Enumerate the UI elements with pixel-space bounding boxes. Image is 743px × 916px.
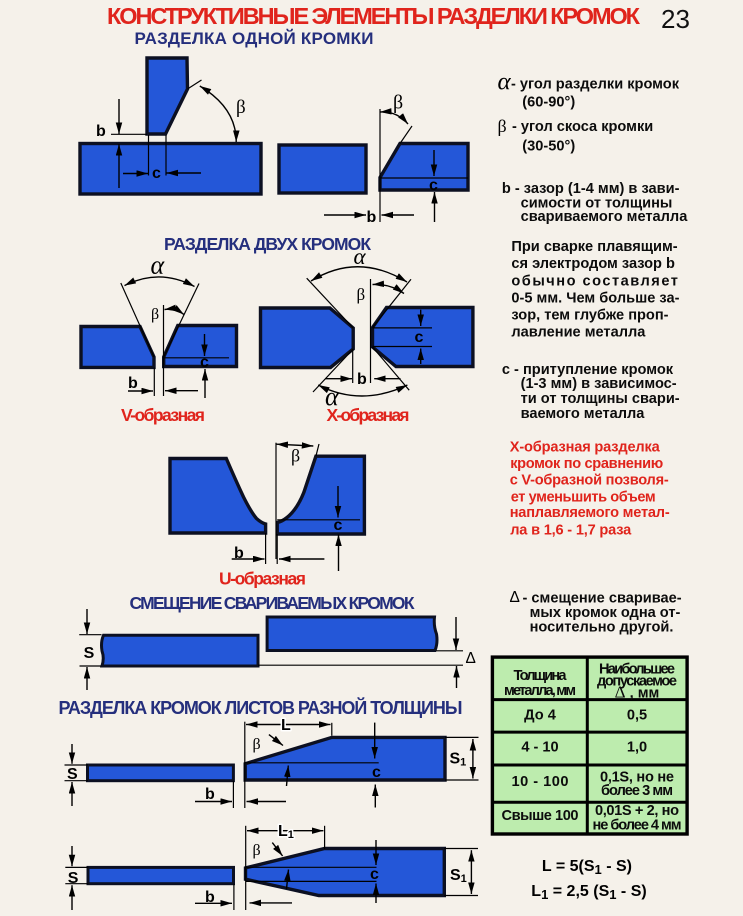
svg-text:с - притупление кромок: с - притупление кромок (502, 362, 674, 378)
svg-text:0,5: 0,5 (627, 708, 647, 724)
svg-text:ти от толщины свари-: ти от толщины свари- (521, 391, 680, 407)
svg-text:Δ: Δ (510, 589, 520, 606)
svg-text:- угол скоса кромки: - угол скоса кромки (512, 119, 653, 135)
svg-text:При сварке плавящим-: При сварке плавящим- (511, 239, 677, 255)
svg-text:c: c (429, 177, 438, 194)
svg-text:α: α (325, 382, 340, 411)
svg-text:ся электродом зазор b: ся электродом зазор b (511, 256, 675, 272)
svg-text:симости от толщины: симости от толщины (521, 196, 673, 212)
svg-text:L = 5(S1 - S): L = 5(S1 - S) (542, 858, 632, 877)
svg-text:23: 23 (661, 4, 690, 34)
svg-text:b: b (205, 786, 215, 803)
svg-text:ваемого металла: ваемого металла (521, 406, 646, 422)
svg-text:До 4: До 4 (524, 708, 557, 724)
svg-text:ла в 1,6 - 1,7 раза: ла в 1,6 - 1,7 раза (510, 523, 632, 539)
svg-text:0,01S + 2, но: 0,01S + 2, но (595, 803, 679, 819)
svg-text:носительно другой.: носительно другой. (530, 620, 674, 636)
svg-text:мых кромок одна от-: мых кромок одна от- (530, 605, 681, 621)
svg-text:β: β (393, 92, 403, 114)
svg-text:β: β (253, 842, 261, 859)
svg-text:Δ , мм: Δ , мм (615, 683, 660, 702)
svg-text:b: b (128, 375, 138, 392)
svg-text:Толщина: Толщина (514, 668, 568, 684)
svg-text:β: β (291, 446, 300, 466)
svg-text:L: L (281, 717, 291, 734)
svg-text:c: c (334, 517, 343, 534)
svg-text:Наибольшее: Наибольшее (599, 662, 675, 678)
svg-text:с V-образной позволя-: с V-образной позволя- (510, 473, 669, 489)
svg-text:более 3 мм: более 3 мм (601, 783, 673, 799)
svg-text:(60-90°): (60-90°) (522, 95, 575, 111)
svg-text:U-образная: U-образная (219, 569, 306, 589)
svg-text:- угол разделки кромок: - угол разделки кромок (511, 77, 680, 93)
svg-text:α: α (151, 251, 166, 280)
svg-text:α: α (498, 69, 512, 96)
svg-text:лавление металла: лавление металла (511, 325, 646, 341)
svg-text:Х-образная: Х-образная (327, 405, 410, 425)
svg-text:S: S (68, 870, 79, 887)
svg-text:0-5 мм. Чем больше за-: 0-5 мм. Чем больше за- (511, 290, 679, 306)
svg-text:4 - 10: 4 - 10 (521, 740, 558, 756)
svg-text:b - зазор (1-4 мм) в зави-: b - зазор (1-4 мм) в зави- (502, 181, 680, 197)
svg-text:S: S (84, 645, 95, 662)
svg-text:10 - 100: 10 - 100 (512, 774, 569, 790)
svg-text:Х-образная разделка: Х-образная разделка (510, 440, 661, 456)
svg-text:0,1S, но не: 0,1S, но не (600, 770, 674, 786)
svg-text:S: S (67, 766, 78, 783)
svg-text:РАЗДЕЛКА ОДНОЙ КРОМКИ: РАЗДЕЛКА ОДНОЙ КРОМКИ (135, 29, 374, 48)
svg-text:b: b (367, 209, 377, 226)
svg-text:обычно составляет: обычно составляет (511, 273, 679, 289)
svg-text:(1-3 мм) в зависимос-: (1-3 мм) в зависимос- (521, 376, 677, 392)
svg-text:ет уменьшить объем: ет уменьшить объем (511, 490, 656, 506)
svg-text:не более 4 мм: не более 4 мм (593, 818, 682, 834)
svg-text:b: b (357, 371, 367, 388)
svg-text:- смещение сваривае-: - смещение сваривае- (523, 591, 682, 607)
svg-text:c: c (152, 165, 161, 182)
svg-text:свариваемого металла: свариваемого металла (521, 209, 689, 225)
svg-text:наплавляемого метал-: наплавляемого метал- (510, 505, 670, 521)
svg-text:b: b (205, 889, 215, 906)
svg-text:β: β (151, 306, 159, 323)
svg-text:СМЕЩЕНИЕ СВАРИВАЕМЫХ КРОМОК: СМЕЩЕНИЕ СВАРИВАЕМЫХ КРОМОК (130, 593, 415, 613)
svg-text:зор, тем глубже проп-: зор, тем глубже проп- (511, 308, 668, 324)
svg-text:c: c (372, 764, 381, 781)
svg-text:РАЗДЕЛКА ДВУХ КРОМОК: РАЗДЕЛКА ДВУХ КРОМОК (164, 234, 371, 254)
svg-text:c: c (415, 329, 424, 346)
svg-text:β: β (357, 285, 366, 304)
svg-text:V-образная: V-образная (121, 405, 205, 425)
svg-text:β: β (253, 736, 261, 753)
svg-text:α: α (354, 244, 367, 269)
svg-text:Свыше 100: Свыше 100 (502, 808, 579, 824)
svg-text:c: c (200, 354, 209, 371)
svg-text:допускаемое: допускаемое (597, 674, 677, 690)
svg-text:1,0: 1,0 (627, 740, 647, 756)
svg-text:b: b (96, 123, 106, 140)
svg-text:L1 = 2,5 (S1 - S): L1 = 2,5 (S1 - S) (531, 883, 646, 902)
svg-text:Δ: Δ (466, 650, 476, 667)
svg-text:(30-50°): (30-50°) (522, 139, 575, 155)
svg-text:КОНСТРУКТИВНЫЕ ЭЛЕМЕНТЫ РАЗДЕЛ: КОНСТРУКТИВНЫЕ ЭЛЕМЕНТЫ РАЗДЕЛКИ КРОМОК (107, 3, 641, 29)
svg-text:РАЗДЕЛКА КРОМОК ЛИСТОВ РАЗНОЙ: РАЗДЕЛКА КРОМОК ЛИСТОВ РАЗНОЙ ТОЛЩИНЫ (59, 697, 463, 718)
svg-text:β: β (498, 116, 507, 136)
svg-text:металла, мм: металла, мм (504, 683, 576, 699)
svg-text:b: b (234, 545, 244, 562)
svg-text:кромок по сравнению: кромок по сравнению (510, 456, 663, 472)
svg-text:β: β (236, 97, 246, 118)
svg-text:c: c (370, 866, 379, 883)
